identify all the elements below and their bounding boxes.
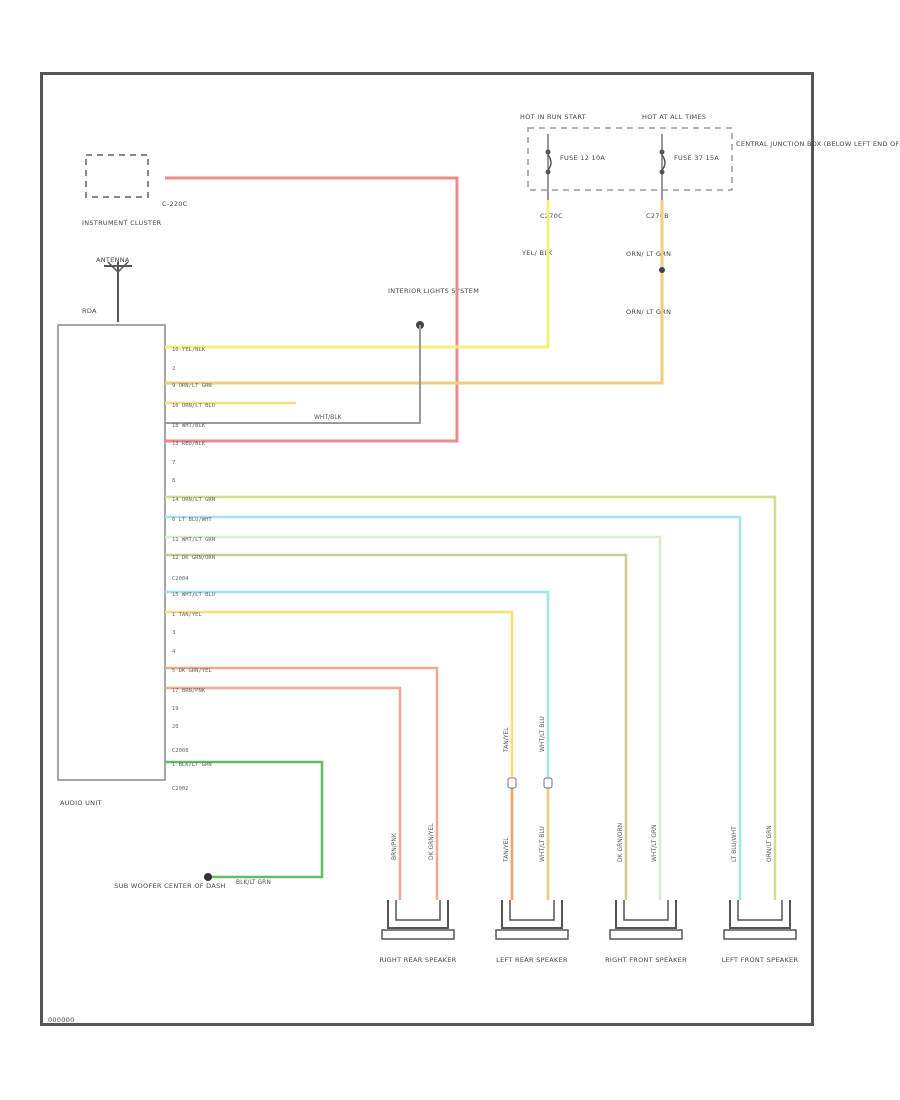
connector-c2008-label: C2008: [172, 748, 189, 754]
connector-c2002-label: C2002: [172, 786, 189, 792]
pin-label: 1 TAN/YEL: [172, 612, 202, 618]
pin-label: 15 WHT/LT BLU: [172, 592, 215, 598]
wire-vertical-label: DK GRN/ORN: [617, 823, 624, 862]
pin-label: 5 DK GRN/YEL: [172, 668, 212, 674]
wire-sub-label: BLK/LT GRN: [236, 879, 271, 886]
wire-vertical-label: LT BLU/WHT: [731, 826, 738, 862]
audio-unit-box: [57, 324, 166, 781]
central-junction-box: [527, 127, 733, 191]
pin-label: 4: [172, 649, 176, 655]
sub-woofer-label: SUB WOOFER CENTER OF DASH: [114, 882, 225, 890]
speaker-icon: [609, 900, 683, 940]
wire-yel-blk: [165, 200, 550, 349]
hot-in-run-label: HOT IN RUN START: [520, 113, 586, 121]
connector-a-label: C270C: [540, 212, 563, 220]
pin-label: 12 DK GRN/ORN: [172, 555, 215, 561]
speaker-icon: [723, 900, 797, 940]
wire-yel-blk-label: YEL/ BLK: [521, 249, 553, 257]
pin-label: 11 WHT/LT GRN: [172, 537, 215, 543]
connector-b-label: C270B: [646, 212, 669, 220]
antenna-icon: [104, 261, 132, 322]
pin-label: 6 LT BLU/WHT: [172, 517, 212, 523]
interior-lights-label: INTERIOR LIGHTS SYSTEM: [388, 287, 479, 295]
pin-label: 9 ORN/LT GRN: [172, 383, 212, 389]
instrument-cluster-label: INSTRUMENT CLUSTER: [82, 219, 162, 227]
hot-at-all-times-label: HOT AT ALL TIMES: [642, 113, 706, 121]
antenna-label: ANTENNA: [96, 256, 130, 264]
pin-label: 3: [172, 630, 175, 636]
wire-lf-lt-blu-wht: [165, 515, 742, 900]
wire-vertical-label: WHT/LT BLU: [539, 716, 546, 752]
pin-label: 1 BLK/LT GRN: [172, 762, 212, 768]
wire-red-blk: [165, 176, 459, 443]
wire-vertical-label: TAN/YEL: [503, 837, 510, 863]
connector-icon: [543, 777, 553, 789]
speaker-icon: [381, 900, 455, 940]
splice-icon: [659, 267, 665, 273]
pin-label: 19: [172, 706, 179, 712]
fuse-icon: [545, 134, 552, 200]
instrument-connector-label: C-220C: [162, 200, 188, 208]
wire-orn-lt-grn-label-1: ORN/ LT GRN: [626, 250, 671, 258]
speaker-icon: [495, 900, 569, 940]
wire-lf-orn-lt-grn: [165, 495, 777, 900]
fuse-b-label: FUSE 37 15A: [674, 154, 719, 162]
sub-woofer-ground-icon: [204, 873, 212, 881]
diagram-frame: [40, 72, 814, 1026]
wire-rr-dk-grn-yel: [165, 666, 439, 900]
wire-rf-dk-grn-orn: [165, 553, 628, 900]
radio-label: RDA: [82, 307, 97, 315]
pin-label: 7: [172, 460, 175, 466]
pin-label: 13 RED/BLK: [172, 441, 206, 447]
pin-label: 17 BRN/PNK: [172, 688, 206, 694]
wire-vertical-label: WHT/LT BLU: [539, 826, 546, 862]
wire-vertical-label: ORN/LT GRN: [766, 825, 773, 862]
wire-vertical-label: WHT/LT GRN: [651, 824, 658, 862]
figure-code: 000000: [48, 1016, 75, 1024]
pin-label: 18 WHT/BLK: [172, 423, 206, 429]
left-rear-speaker-label: LEFT REAR SPEAKER: [496, 956, 568, 964]
wire-wht-blk: [165, 325, 421, 424]
wire-splice-label: WHT/BLK: [314, 414, 343, 421]
pin-label: 20: [172, 724, 179, 730]
wire-orn-lt-grn-label-2: ORN/ LT GRN: [626, 308, 671, 316]
wire-lr-tan-yel: [165, 610, 514, 900]
left-front-speaker-label: LEFT FRONT SPEAKER: [722, 956, 799, 964]
wire-vertical-label: TAN/YEL: [503, 727, 510, 753]
connector-c2004-label: C2004: [172, 576, 189, 582]
wire-vertical-label: DK GRN/YEL: [428, 823, 435, 860]
fuse-icon: [659, 134, 666, 200]
fuse-a-label: FUSE 12 10A: [560, 154, 605, 162]
wire-rf-wht-lt-grn: [165, 535, 662, 900]
pin-label: 16 ORN/LT BLU: [172, 403, 215, 409]
audio-unit-label: AUDIO UNIT: [60, 799, 102, 807]
pin-label: 8: [172, 478, 175, 484]
wire-orn-lt-grn: [165, 200, 664, 385]
wire-sub-blk-lt-grn: [165, 760, 324, 879]
pin-label: 2: [172, 366, 175, 372]
pin-label: 14 ORN/LT GRN: [172, 497, 215, 503]
instrument-cluster-box: [85, 154, 149, 198]
pin-label: 10 YEL/BLK: [172, 347, 206, 353]
wire-vertical-label: BRN/PNK: [391, 832, 398, 860]
central-junction-label: CENTRAL JUNCTION BOX (BELOW LEFT END OF …: [736, 140, 900, 148]
right-rear-speaker-label: RIGHT REAR SPEAKER: [380, 956, 457, 964]
wire-rr-brn-pnk: [165, 686, 402, 900]
right-front-speaker-label: RIGHT FRONT SPEAKER: [605, 956, 687, 964]
wire-lr-wht-lt-blu: [165, 590, 550, 900]
connector-icon: [507, 777, 517, 789]
